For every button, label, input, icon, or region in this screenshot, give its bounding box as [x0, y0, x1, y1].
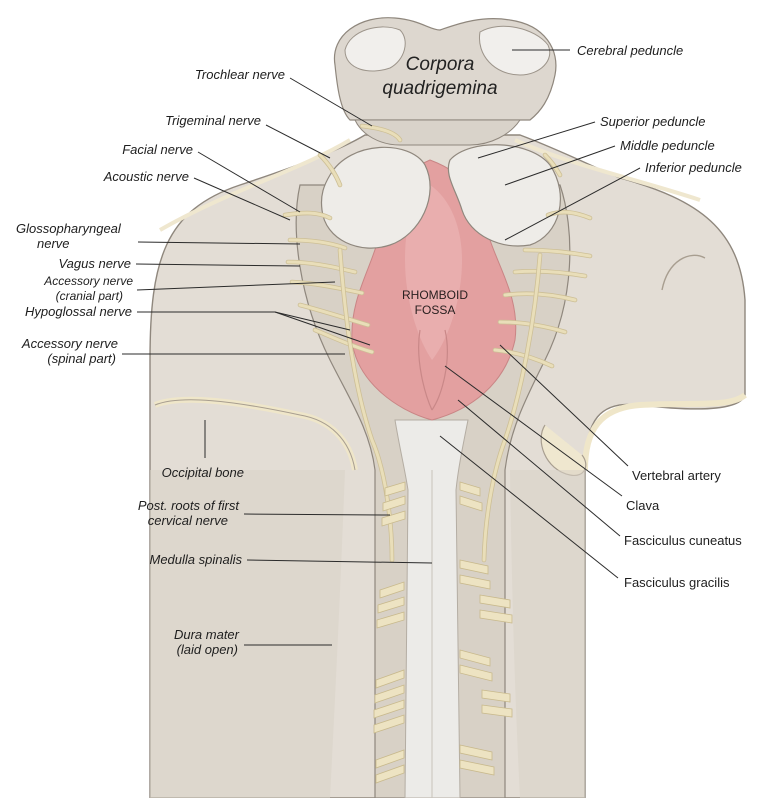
- label-inferior-peduncle: Inferior peduncle: [645, 160, 742, 175]
- label-fasciculus-cuneatus: Fasciculus cuneatus: [624, 533, 742, 548]
- label-accessory-cranial-line2: (cranial part): [56, 289, 123, 303]
- leader-post-roots: [243, 513, 391, 516]
- label-facial-nerve: Facial nerve: [122, 142, 193, 157]
- leader-facial: [197, 151, 301, 213]
- dura-rim: [159, 138, 701, 232]
- label-cerebral-peduncle: Cerebral peduncle: [577, 43, 683, 58]
- label-glossopharyngeal-line2: nerve: [37, 236, 70, 251]
- left-spinal-roots: [373, 481, 406, 784]
- label-dura-mater-line1: Dura mater: [174, 627, 240, 642]
- label-clava: Clava: [626, 498, 660, 513]
- label-medulla-spinalis: Medulla spinalis: [150, 552, 243, 567]
- label-trigeminal-nerve: Trigeminal nerve: [165, 113, 261, 128]
- label-acoustic-nerve: Acoustic nerve: [103, 169, 189, 184]
- leader-trigeminal: [265, 124, 331, 159]
- label-middle-peduncle: Middle peduncle: [620, 138, 715, 153]
- label-post-roots-line2: cervical nerve: [148, 513, 228, 528]
- label-vertebral-artery: Vertebral artery: [632, 468, 721, 483]
- colliculus-upper-right: [478, 25, 551, 76]
- dura-lower-shade-right: [510, 470, 585, 798]
- leader-acoustic: [193, 177, 291, 221]
- right-spinal-roots: [459, 481, 513, 776]
- label-corpora-line2: quadrigemina: [382, 78, 497, 99]
- label-hypoglossal-nerve: Hypoglossal nerve: [25, 304, 132, 319]
- label-dura-mater-line2: (laid open): [177, 642, 238, 657]
- label-trochlear-nerve: Trochlear nerve: [195, 67, 285, 82]
- label-corpora-line1: Corpora: [406, 54, 475, 75]
- leader-clava: [444, 365, 623, 497]
- label-accessory-cranial-line1: Accessory nerve: [43, 274, 133, 288]
- leader-middle-peduncle: [504, 145, 616, 186]
- leader-lines: [122, 49, 641, 646]
- label-occipital-bone: Occipital bone: [162, 465, 244, 480]
- leader-hypoglossal-2: [274, 311, 371, 346]
- leader-inferior-peduncle: [504, 167, 641, 241]
- label-glossopharyngeal-line1: Glossopharyngeal: [16, 221, 122, 236]
- right-occipital-fold: [582, 392, 747, 471]
- leader-glossopharyngeal: [137, 241, 301, 245]
- leader-superior-peduncle: [477, 121, 596, 159]
- label-vagus-nerve: Vagus nerve: [58, 256, 131, 271]
- label-superior-peduncle: Superior peduncle: [600, 114, 706, 129]
- leader-accessory-cranial: [136, 281, 336, 291]
- label-rhomboid-line1: RHOMBOID: [402, 288, 468, 302]
- right-peduncle-lobe: [447, 144, 561, 247]
- label-fasciculus-gracilis: Fasciculus gracilis: [624, 575, 730, 590]
- colliculus-upper-left: [344, 26, 406, 72]
- label-post-roots-line1: Post. roots of first: [138, 498, 241, 513]
- clava-folds: [418, 329, 448, 411]
- label-rhomboid-line2: FOSSA: [415, 303, 456, 317]
- fossa-highlight: [405, 185, 462, 360]
- label-accessory-spinal-line1: Accessory nerve: [21, 336, 118, 351]
- leader-trochlear: [289, 77, 373, 127]
- leader-vagus: [135, 263, 301, 267]
- leader-vertebral-artery: [499, 344, 629, 467]
- occipital-bone-edge: [154, 399, 356, 471]
- leader-fasciculus-gracilis: [439, 435, 619, 579]
- leader-medulla: [246, 559, 433, 564]
- right-shoulder-hook: [661, 254, 706, 291]
- leader-fasciculus-cuneatus: [457, 399, 621, 537]
- left-peduncle-lobe: [320, 146, 431, 249]
- dura-lower-shade-left: [150, 470, 345, 798]
- label-accessory-spinal-line2: (spinal part): [47, 351, 116, 366]
